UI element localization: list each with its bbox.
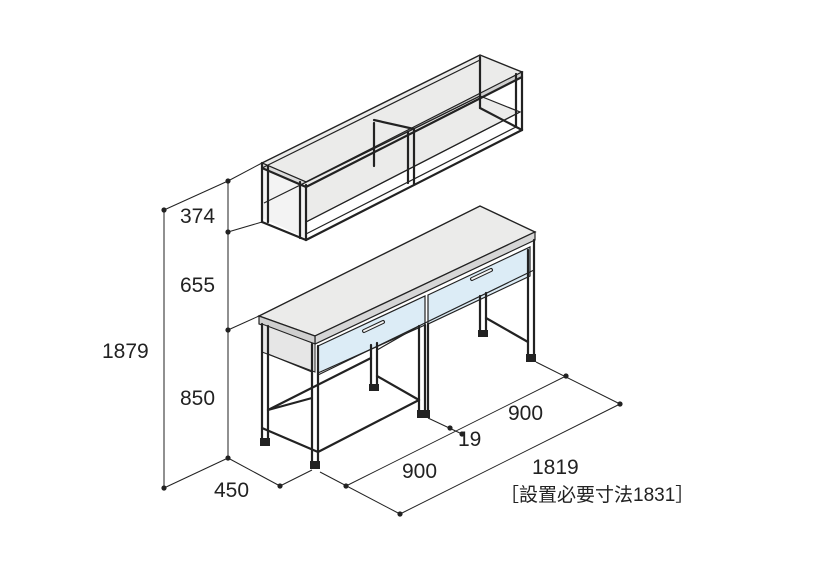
dim-height-shelf: 374 xyxy=(180,205,215,228)
dim-width-total: 1819 xyxy=(532,456,579,479)
dim-height-total: 1879 xyxy=(102,340,149,363)
dimension-lines xyxy=(161,162,623,517)
foot-middle-front xyxy=(417,410,430,418)
drawer-handle-left-icon xyxy=(362,320,385,333)
dim-install-note: ［設置必要寸法1831］ xyxy=(500,484,694,506)
desk-unit xyxy=(257,205,537,469)
drawer-handle-right-icon xyxy=(470,268,493,281)
dim-height-gap: 655 xyxy=(180,274,215,297)
foot-left-front xyxy=(310,461,320,469)
shelf-left-side xyxy=(262,168,306,238)
dim-depth: 450 xyxy=(214,479,249,502)
foot-left-back xyxy=(260,438,270,446)
dim-width-left: 900 xyxy=(402,460,437,483)
dim-width-right: 900 xyxy=(508,402,543,425)
drawer-front-right xyxy=(427,246,531,325)
dim-height-desk: 850 xyxy=(180,387,215,410)
foot-right-back xyxy=(478,330,488,337)
dim-gap: 19 xyxy=(458,428,481,451)
foot-right-front xyxy=(526,354,536,362)
upper-shelf-unit xyxy=(260,54,524,242)
foot-middle-back xyxy=(369,384,379,391)
